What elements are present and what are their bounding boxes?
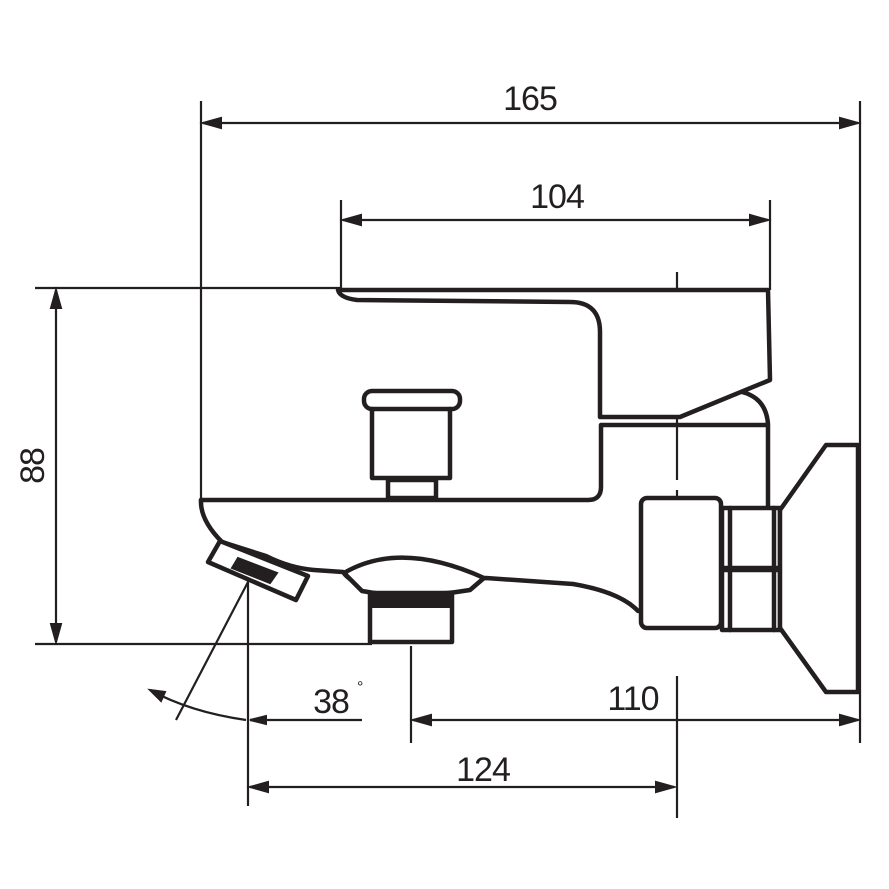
dimension-label-88: 88 (14, 448, 52, 484)
arrowhead (339, 213, 362, 227)
dimension-label-165: 165 (503, 80, 557, 118)
diverter-knob-cap (361, 388, 463, 412)
dimension-label-124: 124 (456, 751, 510, 789)
arrowhead (839, 116, 862, 130)
lever-joint (739, 389, 771, 427)
diverter-knob-base (385, 477, 439, 501)
diverter-knob-body (369, 406, 453, 481)
arrowhead (839, 713, 862, 727)
lever-handle (335, 287, 773, 420)
degree-symbol: ° (357, 679, 363, 696)
mixer-body-outline (198, 422, 771, 511)
faucet-body (198, 287, 861, 695)
arrowhead (409, 713, 432, 727)
arrowhead (655, 780, 678, 794)
wall-flange (777, 442, 861, 695)
aerator (230, 556, 279, 585)
arrowhead (49, 286, 63, 309)
arrowhead (246, 780, 269, 794)
dimension-label-110: 110 (607, 680, 658, 718)
arrowhead (199, 116, 222, 130)
dimension-label-104: 104 (530, 178, 584, 216)
eccentric-nut (638, 495, 724, 631)
arrowhead (147, 688, 167, 703)
dimension-lines (35, 101, 862, 818)
arrowhead (749, 213, 772, 227)
angle-arm-line (175, 581, 249, 721)
arrowhead (249, 714, 267, 726)
dimension-label-38: 38 (313, 683, 349, 721)
bath-outlet-band (370, 592, 452, 608)
arrowhead (49, 623, 63, 646)
diverter-dome (341, 555, 487, 598)
